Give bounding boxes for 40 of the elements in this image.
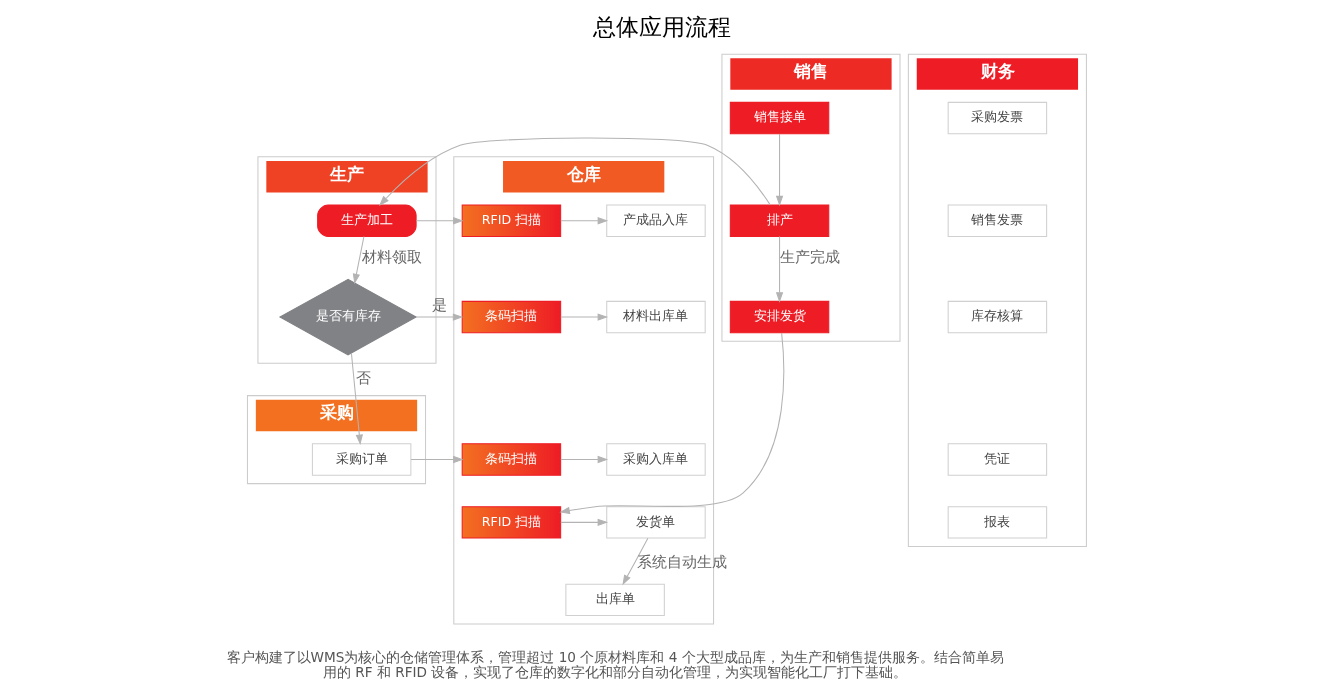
- arrow: [560, 217, 609, 225]
- arrow: [379, 137, 771, 207]
- node-box: 产成品入库: [606, 204, 706, 237]
- arrow: [560, 313, 609, 321]
- caption: 客户构建了以WMS为核心的仓储管理体系，管理超过 10 个原材料库和 4 个大型成品库，为生产和销售提供服务。结合简单易用的 RF 和 RFID 设备，实现了仓库的数字化和部分自动化管理，为实现智能化工厂打下基础。: [226, 649, 1004, 680]
- edge-label: 生产完成: [779, 247, 840, 265]
- arrow: [560, 455, 609, 464]
- arrow: [415, 313, 464, 321]
- edge-label: 否: [355, 369, 371, 387]
- node-box: 采购订单: [311, 443, 412, 476]
- diagram-title: 总体应用流程: [593, 13, 732, 40]
- node-box: 条码扫描: [461, 300, 562, 334]
- node-box: 采购入库单: [606, 443, 706, 476]
- arrow: [775, 133, 784, 207]
- node-box: RFID 扫描: [461, 506, 562, 539]
- edge-label: 材料领取: [362, 247, 423, 265]
- arrow: [559, 332, 785, 515]
- node-box: 出库单: [565, 583, 665, 617]
- node-box: 排产: [729, 204, 830, 237]
- node-box: 发货单: [606, 506, 706, 539]
- node-box: 条码扫描: [461, 443, 562, 476]
- node-box: 凭证: [947, 443, 1048, 476]
- node-box: 销售接单: [729, 101, 830, 135]
- node-box: 材料出库单: [606, 300, 706, 334]
- node-box: 报表: [947, 506, 1048, 539]
- node-diamond: 是否有库存: [278, 278, 418, 356]
- arrow: [775, 235, 784, 303]
- node-box: RFID 扫描: [461, 204, 562, 237]
- arrow: [410, 455, 464, 464]
- node-box: 采购发票: [947, 101, 1048, 135]
- node-box: 生产加工: [317, 204, 417, 237]
- edge-label: 系统自动生成: [637, 552, 728, 570]
- arrow: [560, 518, 609, 527]
- arrow: [352, 235, 365, 285]
- arrow: [622, 537, 649, 586]
- node-box: 库存核算: [947, 300, 1048, 334]
- arrow: [350, 352, 363, 446]
- node-box: 销售发票: [947, 204, 1048, 237]
- arrow: [415, 217, 464, 225]
- node-box: 安排发货: [729, 300, 830, 334]
